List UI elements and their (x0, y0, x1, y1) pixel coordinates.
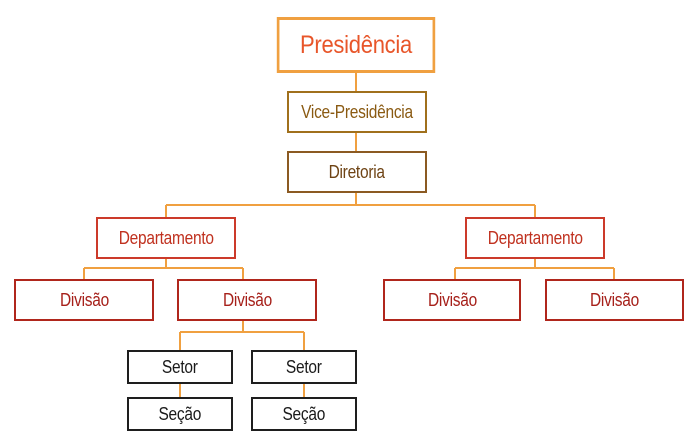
node-diretoria-label: Diretoria (328, 161, 386, 182)
node-divisao-4: Divisão (545, 279, 684, 321)
node-secao-1: Seção (127, 397, 233, 431)
node-divisao-3: Divisão (383, 279, 521, 321)
node-divisao-1-label: Divisão (59, 289, 109, 310)
node-divisao-3-label: Divisão (427, 289, 477, 310)
node-secao-2: Seção (251, 397, 357, 431)
node-divisao-2: Divisão (177, 279, 317, 321)
node-setor-2-label: Setor (286, 356, 322, 377)
node-presidencia-label: Presidência (299, 30, 413, 59)
node-divisao-2-label: Divisão (222, 289, 272, 310)
node-setor-1: Setor (127, 350, 233, 384)
node-departamento-left-label: Departamento (118, 227, 214, 248)
node-secao-2-label: Seção (282, 403, 326, 424)
node-departamento-left: Departamento (96, 217, 236, 259)
node-vice-presidencia-label: Vice-Presidência (301, 101, 413, 122)
node-departamento-right-label: Departamento (487, 227, 583, 248)
node-setor-1-label: Setor (162, 356, 198, 377)
node-diretoria: Diretoria (287, 151, 427, 193)
node-vice-presidencia: Vice-Presidência (287, 91, 427, 133)
node-presidencia: Presidência (276, 17, 436, 73)
node-secao-1-label: Seção (158, 403, 202, 424)
node-departamento-right: Departamento (465, 217, 605, 259)
node-divisao-1: Divisão (14, 279, 154, 321)
node-divisao-4-label: Divisão (590, 289, 639, 310)
node-setor-2: Setor (251, 350, 357, 384)
